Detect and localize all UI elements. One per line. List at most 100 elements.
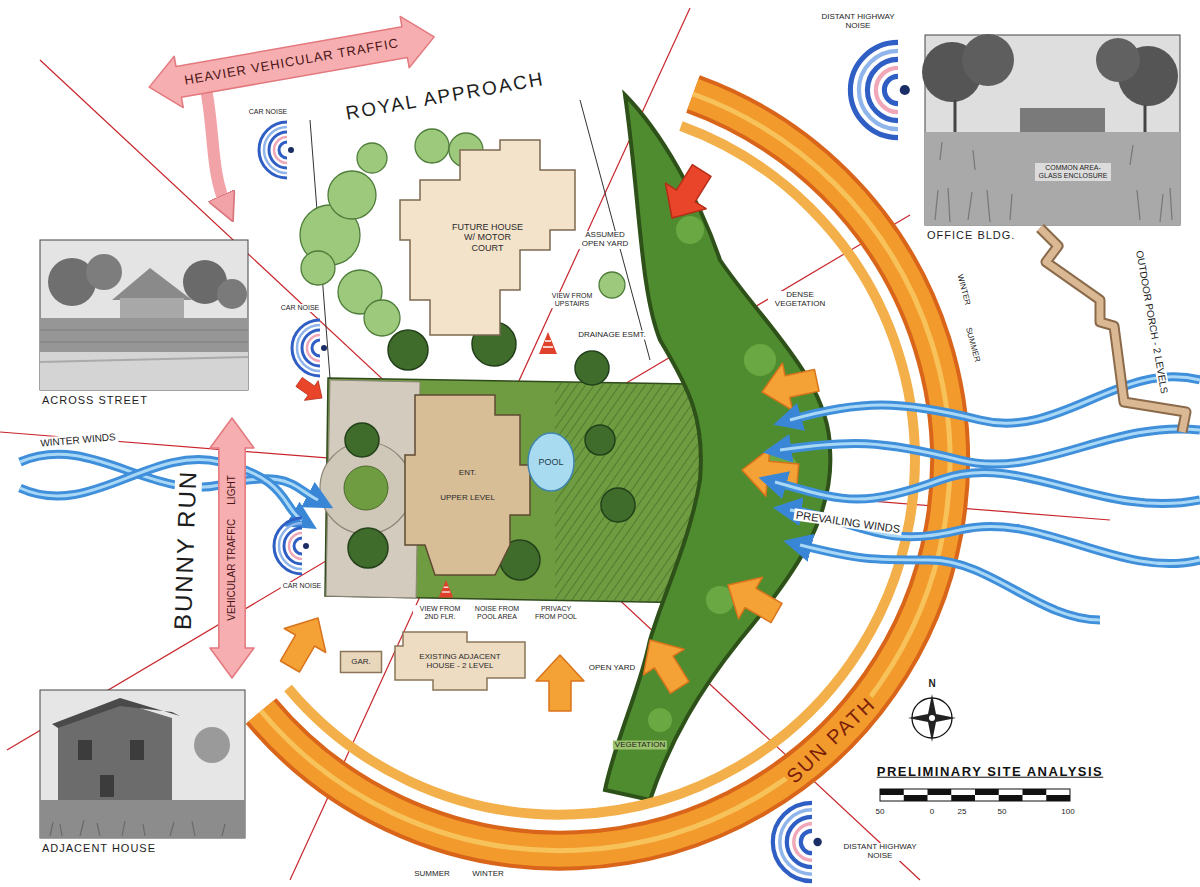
photo-adjacent-house: [40, 690, 245, 838]
photo-office-building: [922, 34, 1180, 225]
node-label: VEHICULAR TRAFFIC: [226, 519, 238, 621]
photo-across-street: [40, 318, 248, 352]
photo-across-street: [112, 268, 192, 300]
prevailing-winds: [775, 472, 1200, 503]
noise-symbols: [259, 122, 294, 178]
traffic-arrow-outline: [210, 418, 254, 678]
scale-number: 50: [874, 808, 887, 817]
prevailing-winds: [780, 429, 1200, 464]
scale-bar: [880, 789, 904, 795]
vegetation-label: DENSE VEGETATION: [768, 291, 832, 309]
yard-label: OPEN YARD: [587, 664, 637, 673]
easement-label: DRAINAGE ESMT.: [576, 331, 648, 340]
node-outline: [405, 395, 530, 575]
dark-trees: [348, 528, 388, 568]
sun-path-band: [261, 94, 950, 851]
noise-symbols: [274, 518, 309, 574]
noise-symbols: [850, 42, 910, 137]
noise-symbols: [259, 42, 910, 881]
photo-across-street: [217, 279, 247, 309]
light-trees: [364, 300, 400, 336]
noise-label: CAR NOISE: [279, 304, 322, 312]
scale-bar: [975, 789, 999, 795]
scale-bar: [880, 789, 1070, 801]
photo-across-street: [40, 352, 248, 390]
node-label: EXISTING ADJACENT HOUSE - 2 LEVEL: [405, 652, 515, 670]
photo-adjacent-house: [40, 690, 245, 838]
season-label: WINTER: [954, 272, 972, 309]
photo-caption: OFFICE BLDG.: [927, 229, 1015, 242]
wind-label: PREVAILING WINDS: [793, 508, 903, 535]
wind-label: WINTER WINDS: [38, 431, 118, 449]
view-label: VIEW FROM 2ND FLR.: [413, 605, 467, 621]
noise-label: DISTANT HIGHWAY NOISE: [831, 843, 930, 861]
prevailing-winds: [775, 377, 1200, 620]
photo-office-building: [925, 35, 1180, 225]
sun-path-band: [261, 94, 950, 851]
sun-arrows: [292, 372, 329, 408]
photo-across-street: [40, 330, 248, 342]
winter-winds: [20, 454, 318, 520]
outdoor-porch: [1040, 228, 1186, 432]
photo-across-street: [120, 298, 184, 320]
view-arrows: [439, 580, 453, 598]
photo-adjacent-house: [100, 775, 114, 797]
photo-adjacent-house: [78, 740, 92, 760]
node-label: ENT.: [459, 468, 476, 477]
photo-adjacent-house: [50, 820, 225, 836]
node-label: GAR.: [351, 657, 371, 666]
season-label: SUMMER: [963, 325, 982, 366]
photo-adjacent-house: [40, 800, 245, 838]
traffic-branch: [205, 84, 226, 206]
sun-path-band: [288, 126, 915, 815]
lot-lines: [310, 100, 650, 378]
node-content: EXISTING ADJACENT HOUSE - 2 LEVEL: [405, 652, 515, 670]
light-trees: [599, 272, 625, 298]
outdoor-porch: [1040, 228, 1186, 432]
node-content: ENT.UPPER LEVEL: [440, 468, 495, 502]
light-trees: [300, 129, 625, 336]
photo-across-street: [40, 240, 248, 390]
dense-vegetation: [744, 344, 776, 376]
scale-bar: [1046, 795, 1070, 801]
scale-number: 100: [1059, 808, 1076, 817]
scale-number: 50: [996, 808, 1009, 817]
house-footprint: EXISTING ADJACENT HOUSE - 2 LEVEL: [395, 632, 525, 690]
traffic-arrow: VEHICULAR TRAFFICLIGHT: [210, 418, 254, 678]
sun-arrows: [757, 357, 822, 416]
scale-bar: [880, 789, 1070, 801]
house-footprint-outline: [405, 395, 530, 575]
sun-arrows: [652, 158, 722, 231]
photo-caption: ADJACENT HOUSE: [42, 842, 156, 855]
scale-number: 0: [928, 808, 936, 817]
sun-path-label: SUN PATH: [781, 691, 882, 789]
photo-office-building: [1020, 108, 1105, 132]
pool-shape: POOL: [527, 432, 575, 492]
view-label: PRIVACY FROM POOL: [529, 605, 583, 621]
season-label: WINTER: [470, 870, 506, 879]
photo-note: COMMON AREA-GLASS ENCLOSURE: [1035, 163, 1111, 181]
scale-number: 25: [956, 808, 969, 817]
photo-adjacent-house: [194, 727, 230, 763]
scale-bar: [904, 795, 928, 801]
season-label: SUMMER: [412, 870, 452, 879]
scale-bar: [1023, 789, 1047, 795]
photo-adjacent-house: [52, 698, 180, 728]
compass-letter: N: [926, 678, 937, 689]
photo-across-street: [40, 357, 248, 362]
photo-office-building: [925, 132, 1180, 225]
porch-label: OUTDOOR PORCH - 2 LEVELS: [1134, 248, 1171, 397]
view-arrows: [539, 332, 557, 354]
photo-office-building: [962, 34, 1014, 86]
node-label: FUTURE HOUSE W/ MOTOR COURT: [448, 222, 528, 253]
photo-frame: ADJACENT HOUSE: [40, 690, 245, 857]
node-content: POOL: [538, 457, 563, 467]
north-arrow: [908, 694, 956, 742]
prevailing-winds: [780, 429, 1200, 464]
vegetation-label: VEGETATION: [613, 741, 667, 750]
photo-office-building: [955, 100, 1145, 135]
node-content: GAR.: [351, 657, 371, 666]
dark-trees: [575, 351, 609, 385]
photo-frame: COMMON AREA-GLASS ENCLOSURE OFFICE BLDG.: [925, 35, 1180, 244]
photo-office-building: [1096, 38, 1140, 82]
